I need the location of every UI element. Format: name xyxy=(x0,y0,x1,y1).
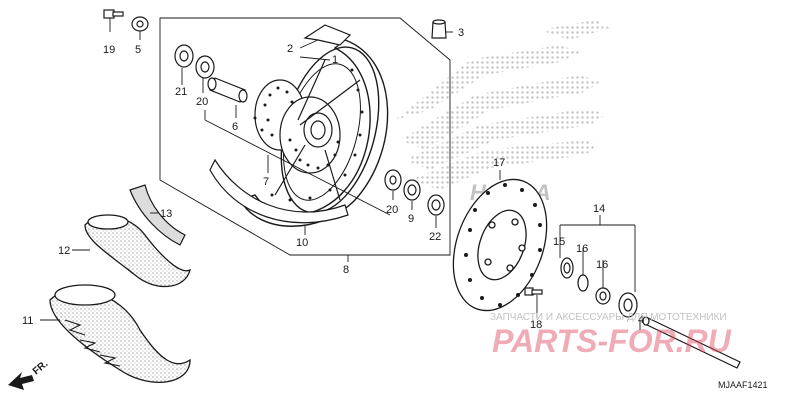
disc-bolt-18 xyxy=(524,287,543,296)
callout-9: 9 xyxy=(408,213,414,225)
spacer-6 xyxy=(207,77,248,103)
bearing-9 xyxy=(403,179,421,201)
callout-13: 13 xyxy=(160,208,172,220)
callout-16-left: 16 xyxy=(576,243,588,255)
brake-disc-17 xyxy=(452,178,548,312)
front-direction-arrow: FR. xyxy=(8,358,50,390)
callout-10: 10 xyxy=(296,237,308,249)
callout-6: 6 xyxy=(232,121,238,133)
parts-for-watermark: ЗАПЧАСТИ И АКСЕССУАРЫ ДЛЯ МОТОТЕХНИКИ PA… xyxy=(490,312,732,359)
callout-14: 14 xyxy=(593,203,605,215)
watermark-brand: PARTS-FOR.RU xyxy=(492,323,732,359)
leader-lines xyxy=(40,18,641,330)
callout-20-right: 20 xyxy=(386,204,398,216)
callout-1: 1 xyxy=(332,54,338,66)
rim-band-13 xyxy=(129,184,186,246)
washer-16-right xyxy=(595,287,611,305)
bearing-20-right xyxy=(384,169,402,191)
tube-12 xyxy=(84,214,191,288)
callout-20-left: 20 xyxy=(196,96,208,108)
rim-strip xyxy=(209,158,349,224)
rim-dots xyxy=(270,68,364,202)
callout-11: 11 xyxy=(22,315,33,327)
callout-16-right: 16 xyxy=(596,259,608,271)
callout-labels: 1 2 3 4 5 6 7 8 9 10 11 12 13 14 15 16 1… xyxy=(22,27,644,331)
dust-seal-22 xyxy=(427,194,445,216)
callout-3: 3 xyxy=(458,27,464,39)
collar-5 xyxy=(131,16,149,32)
bearing-20-left xyxy=(195,55,215,79)
callout-4: 4 xyxy=(638,314,644,326)
callout-5: 5 xyxy=(135,44,141,56)
valve-cap-3 xyxy=(431,19,447,39)
callout-22: 22 xyxy=(429,231,441,243)
bearing-21 xyxy=(174,44,194,68)
side-collar-14 xyxy=(618,292,638,318)
callout-7: 7 xyxy=(263,176,269,188)
axle-4 xyxy=(642,316,741,369)
callout-8: 8 xyxy=(343,264,349,276)
callout-19: 19 xyxy=(103,44,115,56)
wheel-hub xyxy=(253,59,361,201)
callout-18: 18 xyxy=(530,319,542,331)
washer-16-left xyxy=(577,274,589,292)
honda-wing-watermark: HONDA xyxy=(395,20,610,205)
tire-11 xyxy=(49,284,191,383)
diagram-code: MJAAF1421 xyxy=(718,380,768,390)
watermark-tagline: ЗАПЧАСТИ И АКСЕССУАРЫ ДЛЯ МОТОТЕХНИКИ xyxy=(490,312,727,323)
rim-strip-top xyxy=(303,24,352,46)
callout-2: 2 xyxy=(287,43,293,55)
wheel-assembly-boundary xyxy=(159,17,451,256)
gearbox-15 xyxy=(560,257,574,279)
callout-21: 21 xyxy=(175,86,187,98)
bolt-19 xyxy=(103,9,124,19)
callout-17: 17 xyxy=(493,157,505,169)
direction-label: FR. xyxy=(31,358,51,377)
callout-15: 15 xyxy=(553,236,565,248)
callout-12: 12 xyxy=(58,245,70,257)
